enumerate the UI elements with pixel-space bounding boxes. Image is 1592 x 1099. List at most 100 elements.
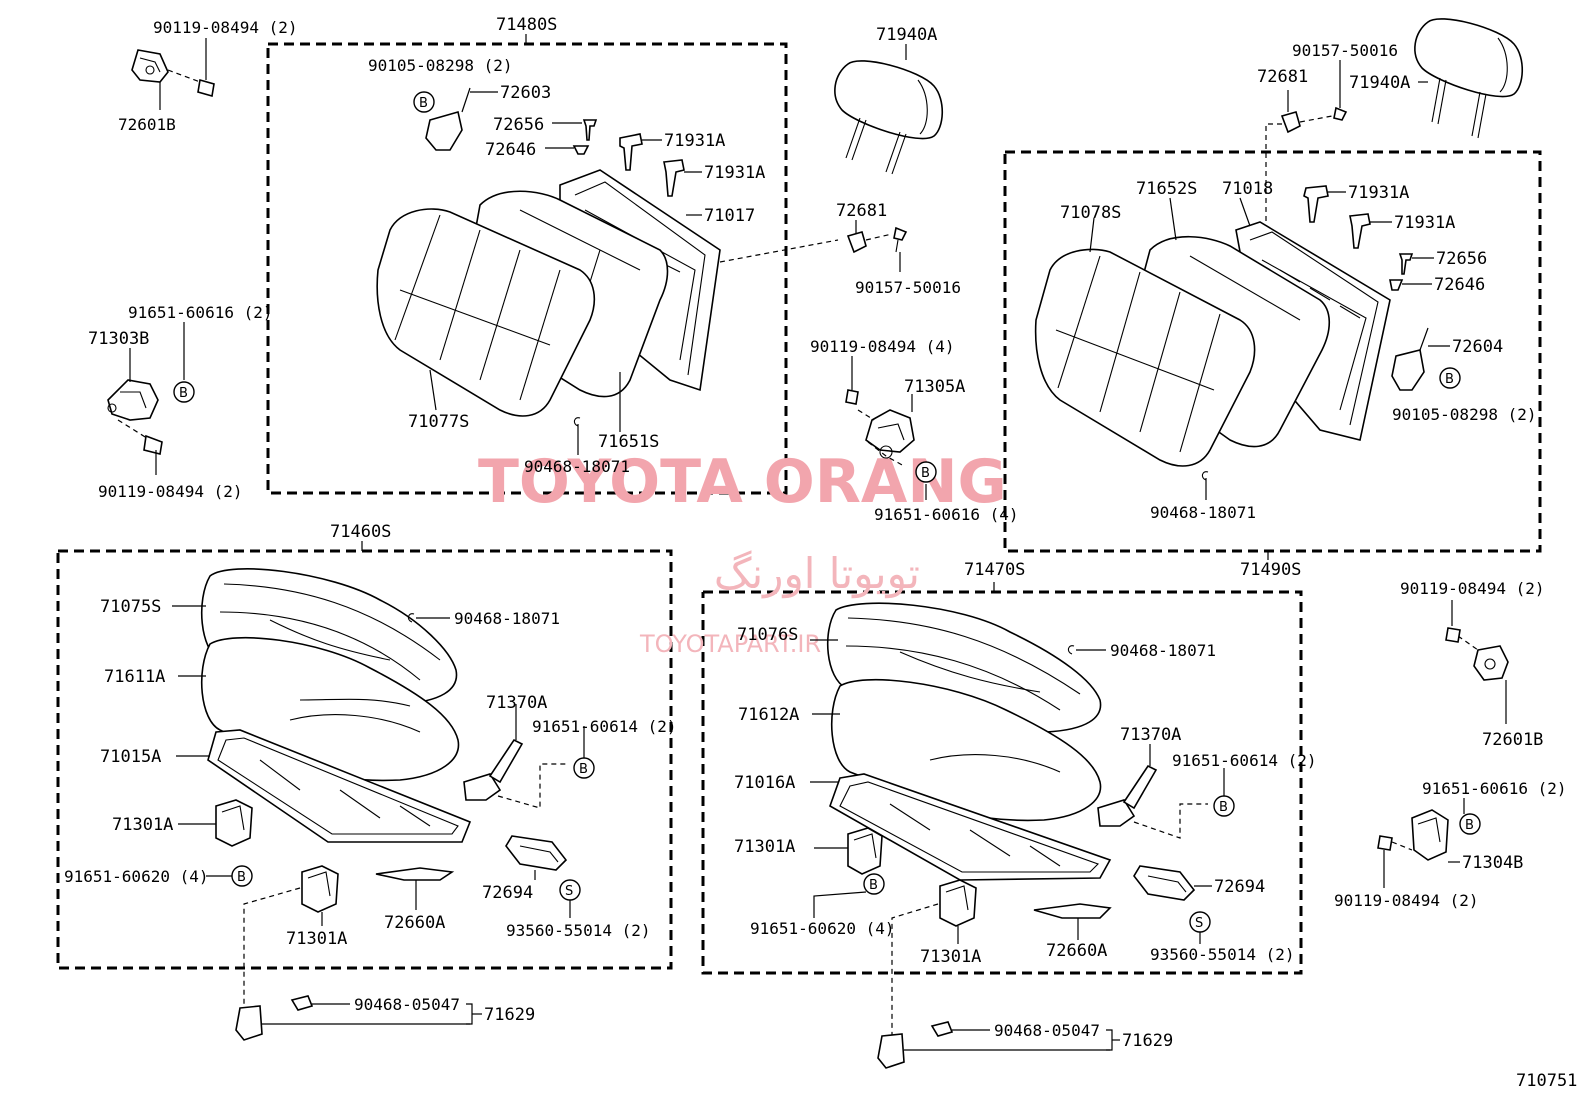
watermark-site: TOYOTAPART.IR — [639, 630, 821, 658]
label-90119-r1: 90119-08494 (2) — [1400, 579, 1545, 598]
bracket-71301a-r2 — [891, 879, 977, 1036]
assembly-box-upper-right: 71490S — [1003, 150, 1542, 580]
label-72660a-r: 72660A — [1046, 941, 1107, 961]
label-71301a-l2: 71301A — [286, 929, 347, 949]
label-90119-m: 90119-08494 (4) — [810, 337, 955, 356]
assembly-label-lower-left: 71460S — [330, 522, 391, 542]
assembly-box-lower-left: 71460S — [56, 522, 673, 970]
label-72681-m: 72681 — [836, 201, 887, 221]
assembly-label-lower-right: 71470S — [964, 560, 1025, 580]
label-71016a: 71016A — [734, 773, 795, 793]
label-71651s: 71651S — [598, 432, 659, 452]
headrest-71940a-right — [1414, 18, 1524, 139]
svg-text:S: S — [565, 884, 573, 899]
label-71629-r: 71629 — [1122, 1031, 1173, 1051]
label-93560-r: 93560-55014 (2) — [1150, 945, 1295, 964]
bracket-71305a — [845, 356, 927, 500]
label-72656-l: 72656 — [493, 115, 544, 135]
label-90105-r: 90105-08298 (2) — [1392, 405, 1537, 424]
svg-text:B: B — [1465, 818, 1474, 833]
label-71940a-l: 71940A — [876, 25, 937, 45]
cushion-frame-71016a — [829, 773, 1112, 881]
label-90119-l: 90119-08494 (2) — [98, 482, 243, 501]
label-71940a-r: 71940A — [1349, 73, 1410, 93]
svg-text:B: B — [237, 870, 246, 885]
callout-b-71301a-r1: B — [863, 873, 885, 895]
label-72681-r: 72681 — [1257, 67, 1308, 87]
label-72656-r: 72656 — [1436, 249, 1487, 269]
assembly-box-lower-right: 71470S — [701, 560, 1303, 975]
svg-text:B: B — [921, 466, 930, 481]
label-71078s: 71078S — [1060, 203, 1121, 223]
label-72601b-r: 72601B — [1482, 730, 1543, 750]
label-71931a-l2: 71931A — [704, 163, 765, 183]
label-90157-m: 90157-50016 — [855, 278, 961, 297]
label-71305a: 71305A — [904, 377, 965, 397]
label-72603: 72603 — [500, 83, 551, 103]
guide-71931a-l1 — [619, 133, 662, 171]
callout-b-72604: B — [1439, 367, 1461, 389]
label-90468-lr: 90468-18071 — [1110, 641, 1216, 660]
clip-72660a-r — [1033, 903, 1112, 940]
label-71652s: 71652S — [1136, 179, 1197, 199]
cover-72694-l — [505, 835, 568, 880]
seatback-pad-71077s — [376, 208, 596, 417]
svg-text:B: B — [419, 96, 428, 111]
svg-text:S: S — [1195, 916, 1203, 931]
label-71017: 71017 — [704, 206, 755, 226]
label-90468-05047-l: 90468-05047 — [354, 995, 460, 1014]
label-71015a: 71015A — [100, 747, 161, 767]
label-71303b: 71303B — [88, 329, 149, 349]
label-91651-616-l: 91651-60616 (2) — [128, 303, 273, 322]
callout-b-71303b: B — [173, 381, 195, 403]
hinge-72604 — [1391, 327, 1450, 391]
screw-90157-m — [893, 226, 908, 272]
guide-71931a-r2 — [1349, 213, 1392, 249]
label-72694-l: 72694 — [482, 883, 533, 903]
label-90468-ll: 90468-18071 — [454, 609, 560, 628]
label-90119-tl: 90119-08494 (2) — [153, 18, 298, 37]
callout-b-71370a-l: B — [573, 757, 595, 779]
cushion-frame-71015a — [207, 729, 472, 843]
label-71301a-r1: 71301A — [734, 837, 795, 857]
grommet-72681-m — [846, 220, 867, 254]
callout-b-71305a: B — [915, 461, 937, 483]
callout-b-72603: B — [413, 91, 435, 113]
clip-90468-ur — [1201, 471, 1209, 481]
label-71077s: 71077S — [408, 412, 469, 432]
label-71370a-l: 71370A — [486, 693, 547, 713]
label-91651-614-l: 91651-60614 (2) — [532, 717, 677, 736]
label-91651-620-l: 91651-60620 (4) — [64, 867, 209, 886]
pin-72656-l — [552, 119, 598, 141]
lever-71370a-r — [1097, 744, 1208, 839]
label-90468-ur: 90468-18071 — [1150, 503, 1256, 522]
label-71304b: 71304B — [1462, 853, 1523, 873]
label-71075s: 71075S — [100, 597, 161, 617]
callout-b-71370a-r: B — [1213, 795, 1235, 817]
lever-71370a-l — [463, 704, 568, 809]
cover-71629-l — [235, 995, 482, 1041]
label-91651-620-r: 91651-60620 (4) — [750, 919, 895, 938]
label-71301a-r2: 71301A — [920, 947, 981, 967]
label-71301a-l1: 71301A — [112, 815, 173, 835]
svg-text:B: B — [869, 878, 878, 893]
diagram-code: 710751 — [1516, 1071, 1577, 1091]
callout-s-72694-r: S — [1189, 911, 1211, 933]
label-93560-l: 93560-55014 (2) — [506, 921, 651, 940]
bracket-71303b — [107, 322, 185, 475]
pin-72656-r — [1398, 253, 1434, 275]
label-90119-r2: 90119-08494 (2) — [1334, 891, 1479, 910]
bracket-72601b-right — [1445, 600, 1509, 724]
cushion-pad-71612a — [830, 678, 1102, 822]
callout-b-71304b: B — [1459, 813, 1481, 835]
bracket-71301a-r1 — [814, 827, 883, 875]
label-71931a-r1: 71931A — [1348, 183, 1409, 203]
assembly-label-upper-left: 71480S — [496, 15, 557, 35]
pin-72646-r — [1389, 279, 1432, 291]
callout-s-72694-l: S — [559, 879, 581, 901]
label-90468-ul: 90468-18071 — [524, 457, 630, 476]
label-90468-05047-r: 90468-05047 — [994, 1021, 1100, 1040]
bracket-72601b-left — [131, 38, 215, 110]
label-71931a-l1: 71931A — [664, 131, 725, 151]
watermark-main: TOYOTA ORANG — [478, 447, 1007, 517]
